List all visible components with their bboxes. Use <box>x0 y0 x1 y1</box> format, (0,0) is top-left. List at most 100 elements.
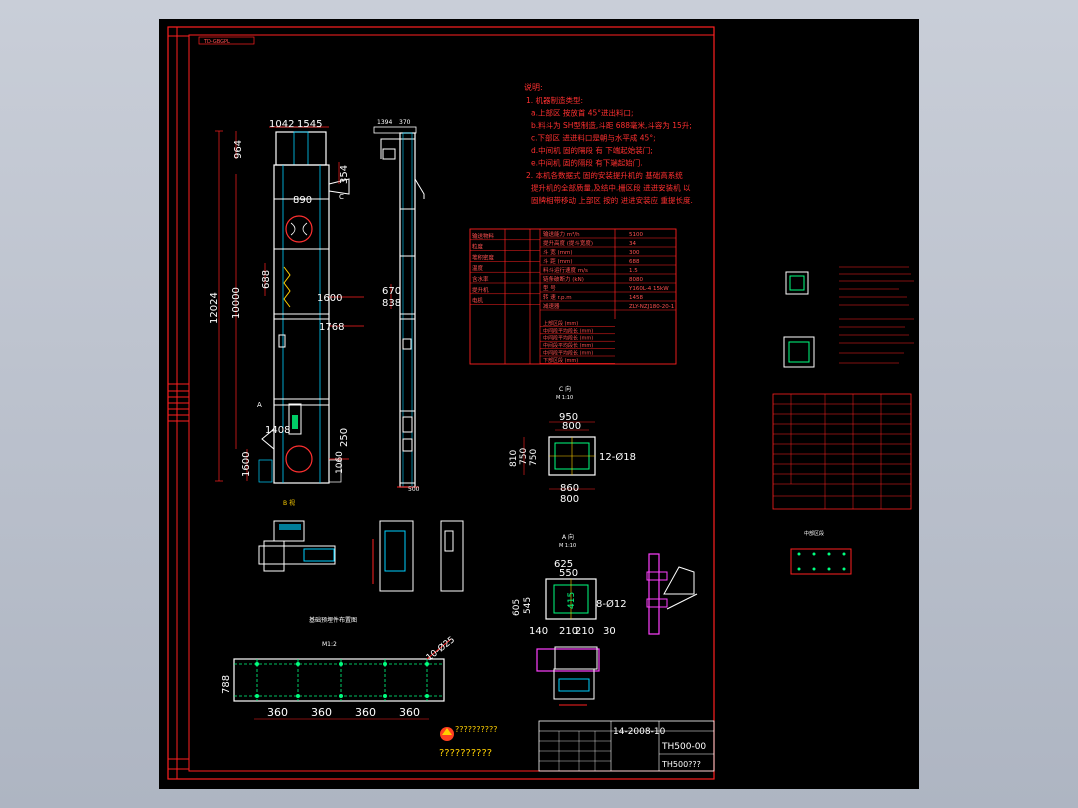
elevator-side-elevation: 1394 370 670 838 500 <box>373 119 425 493</box>
spec-value: 300 <box>629 250 640 256</box>
svg-text:C 向: C 向 <box>559 385 571 393</box>
note-line: c.下部区 进进料口是朝与水平成 45°; <box>531 133 656 143</box>
svg-text:TH500-00: TH500-00 <box>661 742 706 752</box>
svg-text:基础预埋件布置图: 基础预埋件布置图 <box>309 616 357 624</box>
svg-text:12-Ø18: 12-Ø18 <box>599 451 636 463</box>
title-block: 14-2008-10 TH500-00 TH500??? <box>538 720 715 772</box>
svg-text:360: 360 <box>399 706 420 719</box>
drive-detail-views <box>536 553 698 706</box>
svg-text:TH500???: TH500??? <box>661 760 701 769</box>
svg-text:964: 964 <box>233 140 244 159</box>
spec-sub-label: 上部区段 (mm) <box>543 320 578 327</box>
spec-label: 链条破断力 (kN) <box>543 275 584 283</box>
spec-label: 提升高度 (提斗宽度) <box>543 239 593 247</box>
svg-text:??????????: ?????????? <box>455 725 497 734</box>
spec-label: 斗 宽 (mm) <box>543 248 573 256</box>
spec-sub-label: 下部区段 (mm) <box>543 357 578 364</box>
svg-text:中部区段: 中部区段 <box>804 530 824 537</box>
spec-value: 1.5 <box>629 268 638 274</box>
note-line: 固牌相带移动 上部区 按的 进进安装应 重提长度. <box>531 195 693 205</box>
note-line: 1. 机器制造类型: <box>526 95 583 105</box>
spec-label: 型 号 <box>543 284 556 292</box>
note-line: b.料斗为 SH型制造,斗距 688毫米,斗容为 15升; <box>531 120 692 130</box>
left-margin-ticks <box>168 27 189 779</box>
svg-text:14-2008-10: 14-2008-10 <box>613 727 666 737</box>
spec-sub-label: 中间段平均段长 (mm) <box>543 342 593 349</box>
company-logo: ?????????? ?????????? <box>439 725 497 759</box>
svg-text:210: 210 <box>575 626 594 637</box>
svg-text:1600: 1600 <box>317 293 342 304</box>
svg-text:M1:2: M1:2 <box>322 641 337 648</box>
spec-value: ZLY-NZJ180-20-1 <box>629 304 674 310</box>
small-detail-views: B 视 <box>258 499 464 592</box>
spec-value: 8080 <box>629 277 643 283</box>
note-line: 提升机的全部质量,及结中.栅区段 进进安装机 以 <box>531 183 691 193</box>
spec-label: 料斗运行速度 m/s <box>543 266 588 274</box>
spec-left-label: 粒度 <box>472 243 484 251</box>
spec-sub-label: 中间段平均段长 (mm) <box>543 350 593 357</box>
right-detail-panel: 中部区段 <box>772 266 914 575</box>
anchor-layout-plan: 基础预埋件布置图 M1:2 10-Ø25 788 360 360 360 360 <box>221 616 457 720</box>
cad-drawing: TD-GBGPL 1042 <box>167 26 914 780</box>
svg-text:140: 140 <box>529 626 548 637</box>
svg-text:250: 250 <box>339 428 350 447</box>
spec-label: 斗 距 (mm) <box>543 258 573 265</box>
header-tag: TD-GBGPL <box>203 39 230 45</box>
svg-text:545: 545 <box>523 597 533 614</box>
svg-text:800: 800 <box>560 494 579 505</box>
svg-text:1060: 1060 <box>335 451 345 474</box>
note-line: 2. 本机各数据式 固的安装提升机的 基础高系统 <box>526 170 683 180</box>
svg-text:1600: 1600 <box>241 452 252 477</box>
spec-label: 输送能力 m³/h <box>543 230 580 238</box>
spec-label: 减速器 <box>543 302 560 310</box>
svg-text:1768: 1768 <box>319 322 344 333</box>
svg-text:B 视: B 视 <box>283 499 295 507</box>
section-a-view: A 向 M 1:10 625 550 605 545 415 140 210 2… <box>512 533 627 637</box>
svg-text:415: 415 <box>567 592 577 609</box>
spec-left-label: 电机 <box>472 297 484 305</box>
spec-label: 转 速 r.p.m <box>543 293 572 301</box>
cad-canvas: TD-GBGPL 1042 <box>159 19 919 789</box>
svg-text:860: 860 <box>560 483 579 494</box>
svg-text:360: 360 <box>267 706 288 719</box>
spec-sub-label: 中间段平均段长 (mm) <box>543 327 593 334</box>
svg-text:625: 625 <box>554 559 573 570</box>
svg-text:M 1:10: M 1:10 <box>556 395 573 401</box>
svg-text:1042: 1042 <box>269 119 294 130</box>
svg-text:12024: 12024 <box>209 292 220 324</box>
svg-text:10000: 10000 <box>231 287 242 319</box>
svg-text:M 1:10: M 1:10 <box>559 543 576 549</box>
svg-text:8-Ø12: 8-Ø12 <box>596 598 627 610</box>
svg-text:??????????: ?????????? <box>439 748 492 759</box>
spec-left-label: 温度 <box>472 264 484 272</box>
spec-left-label: 提升机 <box>472 286 489 294</box>
svg-text:810: 810 <box>509 450 519 467</box>
spec-value: 1458 <box>629 295 643 301</box>
svg-text:1545: 1545 <box>297 119 322 130</box>
spec-value: 688 <box>629 259 640 265</box>
spec-sub-label: 中间段平均段长 (mm) <box>543 335 593 342</box>
svg-text:788: 788 <box>221 675 232 694</box>
svg-text:550: 550 <box>559 568 578 579</box>
section-c-view: C 向 M 1:10 950 800 810 750 750 860 800 1… <box>509 385 636 505</box>
svg-text:30: 30 <box>603 626 616 637</box>
svg-text:210: 210 <box>559 626 578 637</box>
svg-text:750: 750 <box>529 449 539 466</box>
svg-text:370: 370 <box>399 119 411 126</box>
note-line: d.中间机 固的隔段 有 下端起始装门; <box>531 145 653 155</box>
spec-left-label: 含水率 <box>472 275 489 283</box>
svg-text:605: 605 <box>512 599 522 616</box>
elevator-main-elevation: 1042 1545 964 354 890 688 1600 12024 100… <box>209 119 364 484</box>
svg-text:800: 800 <box>562 421 581 432</box>
note-line: a.上部区 按放首 45°进出料口; <box>531 108 634 118</box>
svg-text:354: 354 <box>339 165 350 184</box>
svg-text:1394: 1394 <box>377 119 392 126</box>
svg-text:890: 890 <box>293 195 312 206</box>
svg-text:C: C <box>339 193 344 201</box>
svg-text:A 向: A 向 <box>562 533 574 541</box>
svg-text:360: 360 <box>311 706 332 719</box>
spec-value: 34 <box>629 241 636 247</box>
note-line: e.中间机 固的隔段 有下端起始门. <box>531 158 643 168</box>
svg-text:A: A <box>257 401 262 409</box>
